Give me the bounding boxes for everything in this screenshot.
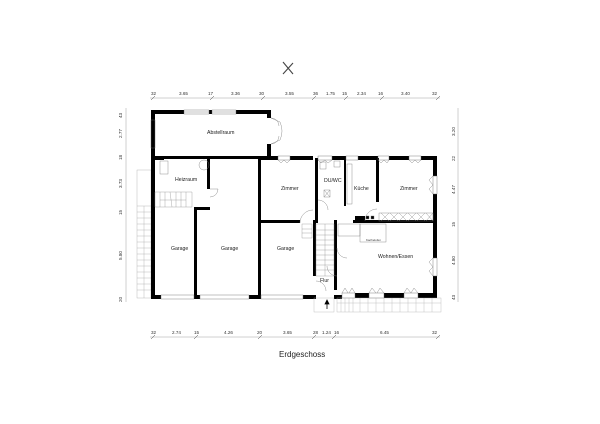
- room-label-zimmer-2: Zimmer: [400, 186, 418, 192]
- dim-bottom-4: 20: [257, 330, 263, 335]
- dim-top-5: 3.55: [285, 91, 294, 96]
- dim-top-9: 2.34: [357, 91, 366, 96]
- entrance-arrow-icon: [324, 299, 330, 309]
- room-label-du-wc: DU/WC: [324, 178, 342, 184]
- floor-title: Erdgeschoss: [279, 350, 325, 359]
- dim-bottom-0: 32: [151, 330, 157, 335]
- kitchen-cabinets: [378, 212, 434, 222]
- north-arrow-icon: [282, 61, 294, 75]
- room-label-garage-1: Garage: [171, 246, 188, 252]
- dim-right-5: 43: [451, 294, 456, 300]
- walls: [151, 110, 437, 299]
- dim-left-0: 43: [118, 112, 123, 118]
- sink-icon: [333, 160, 341, 168]
- terrace: [313, 297, 442, 313]
- dimension-labels-right: 3.20 22 4.47 15 4.80 43: [451, 127, 456, 300]
- dim-bottom-1: 2.74: [172, 330, 181, 335]
- dim-bottom-6: 28: [313, 330, 319, 335]
- dim-bottom-8: 16: [334, 330, 340, 335]
- dimension-labels-top: 32 3.65 17 3.36 30 3.55 36 1.75 15 2.34 …: [151, 91, 438, 96]
- dimension-labels-bottom: 32 2.74 15 4.26 20 3.65 28 1.24 16 6.45 …: [151, 330, 438, 335]
- dim-left-1: 2.77: [118, 129, 123, 138]
- windows: [150, 109, 438, 300]
- exterior-stair: [136, 169, 152, 299]
- dim-top-8: 15: [342, 91, 348, 96]
- interior-stair-flur: [301, 223, 335, 277]
- room-label-garage-3: Garage: [277, 246, 294, 252]
- tank-icon: [198, 159, 210, 171]
- dim-top-6: 36: [313, 91, 319, 96]
- room-label-abstellraum: Abstellraum: [207, 130, 234, 136]
- room-label-wohnen-essen: Wohnen/Essen: [378, 254, 413, 260]
- dim-top-11: 3.40: [401, 91, 410, 96]
- dim-right-1: 22: [451, 155, 456, 161]
- dim-left-5: 5.80: [118, 251, 123, 260]
- dim-top-12: 32: [432, 91, 438, 96]
- boiler-icon: [159, 160, 169, 175]
- dim-bottom-5: 3.65: [283, 330, 292, 335]
- dim-right-3: 15: [451, 221, 456, 227]
- dim-left-6: 20: [118, 296, 123, 302]
- dimension-line-top: [150, 95, 441, 101]
- dim-top-10: 16: [378, 91, 384, 96]
- room-label-flur: Flur: [320, 278, 329, 284]
- dim-bottom-2: 15: [194, 330, 200, 335]
- doors: [209, 117, 434, 294]
- dimension-labels-left: 43 2.77 18 3.73 15 5.80 20: [118, 112, 123, 302]
- dimension-line-bottom: [150, 334, 441, 340]
- dim-left-4: 15: [118, 209, 123, 215]
- dim-bottom-3: 4.26: [224, 330, 233, 335]
- room-label-kueche: Küche: [354, 186, 369, 192]
- dim-bottom-7: 1.24: [322, 330, 331, 335]
- dim-top-1: 3.65: [179, 91, 188, 96]
- room-label-garage-2: Garage: [221, 246, 238, 252]
- dim-right-2: 4.47: [451, 185, 456, 194]
- kitchen-counter: [346, 163, 353, 205]
- dim-bottom-9: 6.45: [380, 330, 389, 335]
- dim-bottom-10: 32: [432, 330, 438, 335]
- fixtures: [159, 159, 434, 243]
- dim-left-2: 18: [118, 154, 123, 160]
- toilet-icon: [323, 189, 331, 198]
- dim-right-0: 3.20: [451, 127, 456, 136]
- dim-top-3: 3.36: [231, 91, 240, 96]
- interior-stair-heizraum: [154, 191, 193, 208]
- dim-right-4: 4.80: [451, 256, 456, 265]
- dim-top-0: 32: [151, 91, 157, 96]
- room-label-zimmer-1: Zimmer: [281, 186, 299, 192]
- kachelofen-label: Kachelofen: [366, 238, 381, 242]
- dim-top-4: 30: [259, 91, 265, 96]
- dim-top-7: 1.75: [326, 91, 335, 96]
- dim-left-3: 3.73: [118, 179, 123, 188]
- shower-icon: [319, 161, 327, 170]
- room-label-heizraum: Heizraum: [175, 177, 197, 183]
- dim-top-2: 17: [208, 91, 214, 96]
